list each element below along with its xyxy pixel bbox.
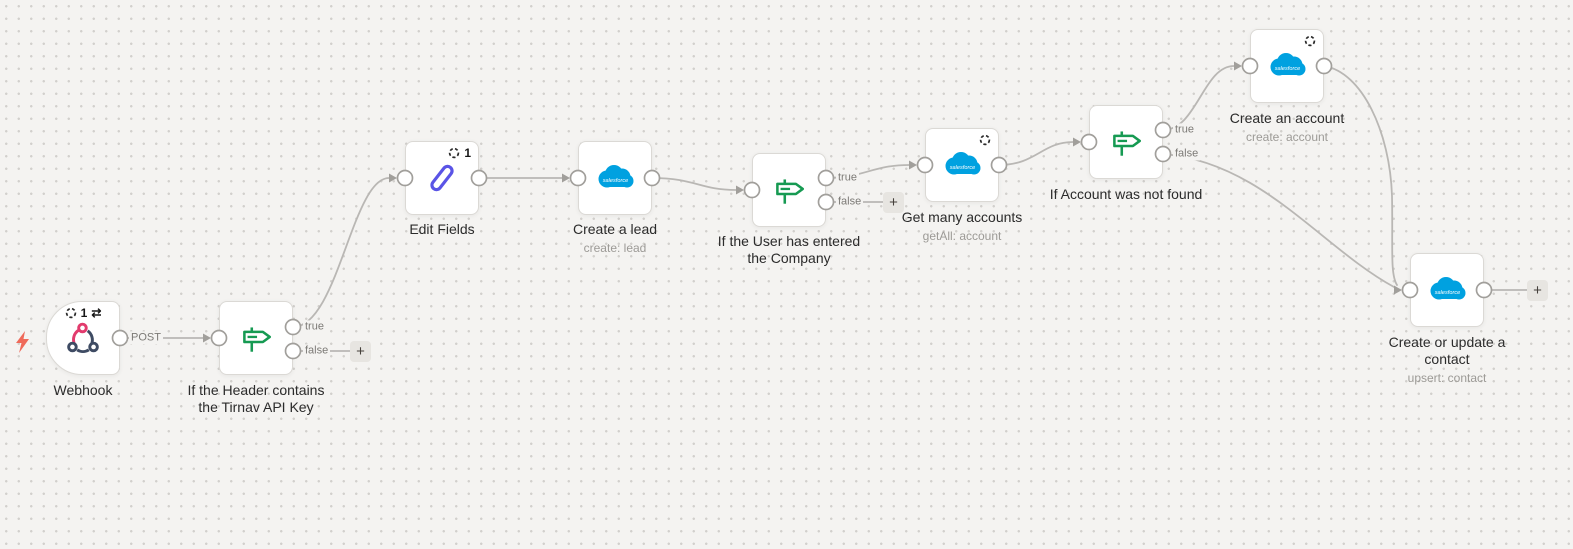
node-label-if-header: If the Header contains the Tirnav API Ke… <box>187 382 325 416</box>
run-count: 1 <box>80 306 88 320</box>
plus-icon: + <box>356 343 365 360</box>
branch-true-label: true <box>1173 123 1196 137</box>
node-webhook[interactable]: 1 ⇄ <box>46 301 120 375</box>
add-node-button[interactable]: + <box>883 192 904 213</box>
svg-text:salesforce: salesforce <box>1435 290 1461 296</box>
add-node-button[interactable]: + <box>1527 280 1548 301</box>
node-label-create-an-account: Create an account create: account <box>1202 110 1372 145</box>
plus-icon: + <box>1533 282 1542 299</box>
arrowhead <box>736 185 744 195</box>
node-subtitle: create: lead <box>583 241 647 256</box>
signpost-if-icon <box>1113 131 1141 156</box>
branch-false-label: false <box>1173 147 1201 161</box>
spinner-icon <box>449 147 460 159</box>
connection-create-account-to-contact[interactable] <box>1323 65 1398 286</box>
node-label-create-or-update-contact: Create or update a contact upsert: conta… <box>1382 334 1512 386</box>
node-label-get-many-accounts: Get many accounts getAll: account <box>882 209 1042 244</box>
webhook-icon <box>67 322 99 353</box>
node-label-if-account-not-found: If Account was not found <box>1049 186 1203 202</box>
svg-text:salesforce: salesforce <box>603 178 629 184</box>
svg-text:salesforce: salesforce <box>950 165 976 171</box>
branch-false-label: false <box>836 195 864 209</box>
node-edit-fields[interactable]: 1 <box>405 141 479 215</box>
node-subtitle: upsert: contact <box>1407 371 1487 386</box>
arrowhead <box>562 173 570 183</box>
node-if-header-contains-api-key[interactable] <box>219 301 293 375</box>
node-if-user-entered-company[interactable] <box>752 153 826 227</box>
edit-pencil-icon <box>430 164 454 192</box>
node-label-if-user-company: If the User has entered the Company <box>717 233 861 267</box>
spinner-icon <box>979 134 991 146</box>
webhook-method-label: POST <box>129 331 163 345</box>
lightning-trigger-icon <box>16 331 29 353</box>
connection-get-accounts-to-if-account[interactable] <box>998 141 1074 166</box>
salesforce-icon: salesforce <box>1430 277 1466 300</box>
plus-icon: + <box>889 194 898 211</box>
node-create-or-update-contact[interactable]: salesforce <box>1410 253 1484 327</box>
branch-false-label: false <box>303 344 331 358</box>
arrowhead <box>1394 285 1402 295</box>
arrowhead <box>1234 61 1242 71</box>
salesforce-icon: salesforce <box>945 152 981 175</box>
spinner-icon <box>1304 35 1316 47</box>
arrowhead <box>1073 137 1081 147</box>
salesforce-icon: salesforce <box>598 165 634 188</box>
node-create-an-account[interactable]: salesforce <box>1250 29 1324 103</box>
branch-true-label: true <box>836 171 859 185</box>
signpost-if-icon <box>776 179 804 204</box>
arrowhead <box>203 333 211 343</box>
connection-if-account-false-to-contact[interactable] <box>1162 153 1395 288</box>
arrowhead <box>909 160 917 170</box>
connection-if-header-true-to-edit-fields[interactable] <box>292 177 390 328</box>
arrowhead <box>389 173 397 183</box>
add-node-button[interactable]: + <box>350 341 371 362</box>
node-create-a-lead[interactable]: salesforce <box>578 141 652 215</box>
branch-true-label: true <box>303 320 326 334</box>
spinner-icon <box>65 307 76 319</box>
node-if-account-not-found[interactable] <box>1089 105 1163 179</box>
node-label-create-a-lead: Create a lead create: lead <box>545 221 685 256</box>
swap-arrows-icon: ⇄ <box>91 306 102 320</box>
connection-create-lead-to-if-user[interactable] <box>651 177 737 191</box>
svg-text:salesforce: salesforce <box>1275 66 1301 72</box>
node-label-edit-fields: Edit Fields <box>409 221 475 237</box>
node-subtitle: getAll: account <box>922 229 1002 244</box>
signpost-if-icon <box>243 327 271 352</box>
run-count: 1 <box>464 146 471 160</box>
salesforce-icon: salesforce <box>1270 53 1306 76</box>
node-get-many-accounts[interactable]: salesforce <box>925 128 999 202</box>
node-subtitle: create: account <box>1245 130 1329 145</box>
node-label-webhook: Webhook <box>53 382 113 398</box>
